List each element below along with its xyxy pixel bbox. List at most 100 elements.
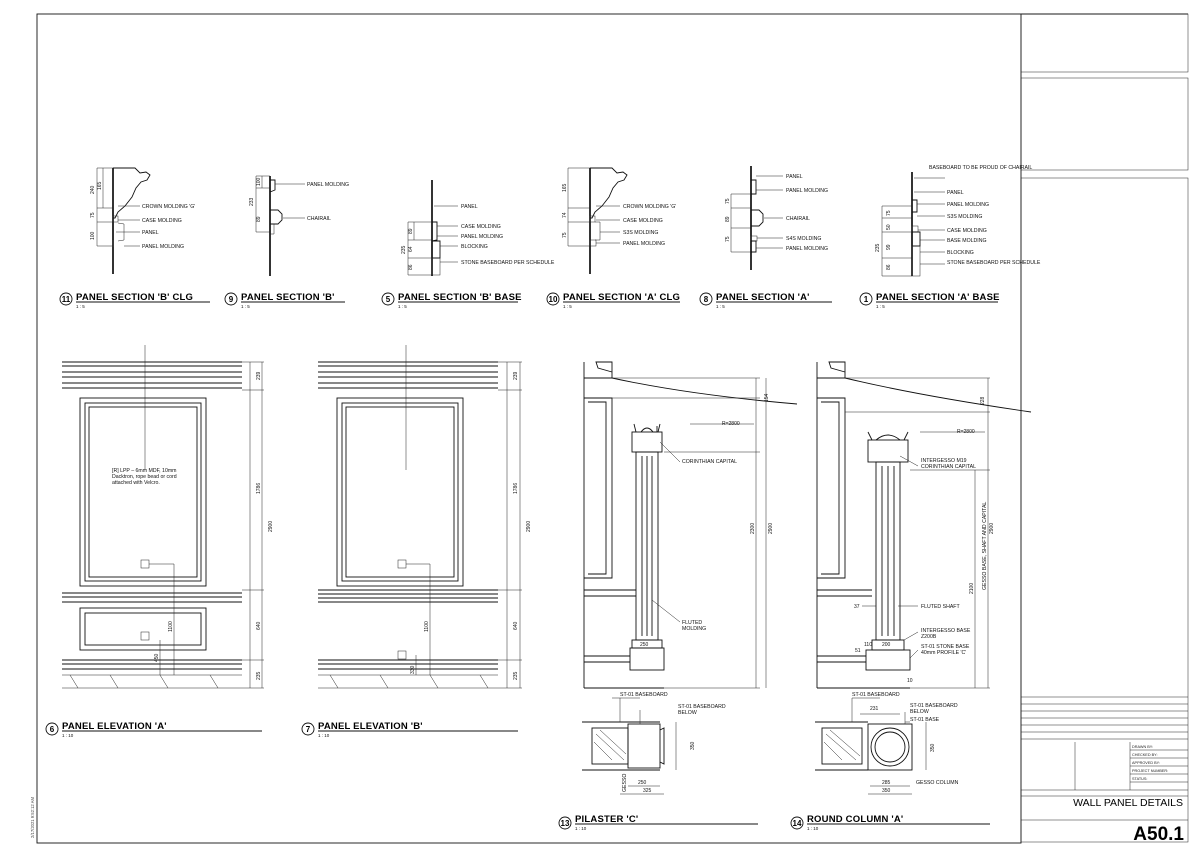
label-st01-baseboard: ST-01 BASEBOARD	[852, 692, 900, 698]
dim-75: 75	[886, 210, 892, 216]
dim-75: 75	[725, 236, 731, 242]
dim-2900: 2900	[526, 521, 532, 532]
dim-2900: 2900	[268, 521, 274, 532]
dim-110: 110	[864, 642, 872, 648]
dim-100: 100	[90, 231, 96, 240]
section-title: PANEL SECTION 'B'	[241, 292, 335, 303]
elevation-number: 7	[306, 725, 311, 734]
elevation-13-pilaster-c: 154 R=2800 2300 2900 250 CORINTHIAN CAPI…	[558, 361, 798, 831]
label-base-molding: BASE MOLDING	[947, 238, 987, 244]
label-crown-molding-g: CROWN MOLDING 'G'	[623, 204, 676, 210]
dim-1100: 1100	[424, 621, 430, 632]
dim-235: 235	[401, 245, 407, 254]
dim-radius: R=2800	[722, 421, 740, 427]
elevation-scale: 1 : 10	[318, 733, 330, 738]
dim-75: 75	[725, 198, 731, 204]
elevation-number: 13	[561, 819, 570, 828]
dim-86: 86	[886, 264, 892, 270]
label-baseboard-proud: BASEBOARD TO BE PROUD OF CHAIRAIL	[929, 165, 1032, 171]
tb-status: STATUS:	[1132, 777, 1147, 781]
label-fluted-shaft: FLUTED SHAFT	[921, 604, 960, 610]
dim-100: 100	[256, 177, 262, 186]
dim-239: 239	[513, 371, 519, 380]
dim-86: 86	[408, 264, 414, 270]
dim-99: 99	[886, 244, 892, 250]
label-chairail: CHAIRAIL	[786, 216, 810, 222]
dim-235: 235	[256, 671, 262, 680]
section-5-panel-section-b-base: 89 64 235 86 PANEL CASE MOLDING PANEL MO…	[381, 180, 555, 309]
sheet-number: A50.1	[1133, 824, 1184, 845]
section-number: 9	[229, 295, 234, 304]
dim-89: 89	[256, 216, 262, 222]
sheet-border	[36, 13, 1188, 844]
elevation-6-panel-elevation-a: [R] LPP – 6mm MDF, 10mm Dacktron, rope b…	[45, 345, 274, 738]
dim-228: 228	[980, 396, 986, 405]
dim-640: 640	[256, 621, 262, 630]
label-panel-molding: PANEL MOLDING	[623, 241, 665, 247]
elevation-title: PANEL ELEVATION 'B'	[318, 721, 423, 732]
label-panel: PANEL	[461, 204, 478, 210]
section-number: 11	[62, 295, 71, 304]
section-8-panel-section-a: 75 89 75 PANEL PANEL MOLDING CHAIRAIL S4…	[699, 166, 832, 309]
section-title: PANEL SECTION 'B' BASE	[398, 292, 522, 303]
label-crown-molding-g: CROWN MOLDING 'G'	[142, 204, 195, 210]
dim-89: 89	[725, 216, 731, 222]
dim-37: 37	[854, 604, 860, 610]
elevation-title: ROUND COLUMN 'A'	[807, 814, 903, 825]
dim-2100: 2100	[969, 583, 975, 594]
dim-640: 640	[513, 621, 519, 630]
label-panel-molding: PANEL MOLDING	[461, 234, 503, 240]
dim-1786: 1786	[513, 483, 519, 494]
label-blocking: BLOCKING	[947, 250, 974, 256]
label-gesso-column: GESSO COLUMN	[916, 780, 959, 786]
label-gesso: GESSO	[622, 774, 628, 792]
dim-radius: R=2800	[957, 429, 975, 435]
label-case-molding: CASE MOLDING	[142, 218, 182, 224]
label-stone-baseboard: STONE BASEBOARD PER SCHEDULE	[461, 260, 555, 266]
dim-325: 325	[643, 788, 652, 794]
dim-50: 50	[886, 224, 892, 230]
label-panel: PANEL	[947, 190, 964, 196]
elevation-title: PANEL ELEVATION 'A'	[62, 721, 167, 732]
section-scale: 1 : 5	[716, 304, 725, 309]
dim-250-plan: 250	[638, 780, 647, 786]
section-title: PANEL SECTION 'A'	[716, 292, 810, 303]
elevation-scale: 1 : 10	[575, 826, 587, 831]
section-number: 1	[864, 295, 869, 304]
section-11-panel-section-b-clg: 240 165 75 100 CROWN MOLDING 'G' CASE MO…	[59, 167, 210, 309]
note-lpp-line: [R] LPP – 6mm MDF, 10mm Dacktron, rope b…	[112, 468, 178, 486]
section-1-panel-section-a-base: 75 50 235 99 86 BASEBOARD TO BE PROUD OF…	[859, 165, 1041, 309]
label-s3s-molding: S3S MOLDING	[623, 230, 658, 236]
label-panel-molding: PANEL MOLDING	[947, 202, 989, 208]
dim-350: 350	[690, 741, 696, 750]
label-panel: PANEL	[786, 174, 803, 180]
dim-1786: 1786	[256, 483, 262, 494]
elevation-scale: 1 : 10	[807, 826, 819, 831]
label-panel-molding: PANEL MOLDING	[786, 188, 828, 194]
section-title: PANEL SECTION 'B' CLG	[76, 292, 193, 303]
dim-350-plan: 350	[882, 788, 891, 794]
dim-75: 75	[90, 212, 96, 218]
print-stamp: 2/17/2021 9:52:12 AM	[30, 797, 35, 838]
dim-51: 51	[855, 648, 861, 654]
section-scale: 1 : 5	[241, 304, 250, 309]
tb-checked-by: CHECKED BY:	[1132, 753, 1158, 757]
dim-231: 231	[870, 706, 879, 712]
section-scale: 1 : 5	[76, 304, 85, 309]
tb-approved-by: APPROVED BY:	[1132, 761, 1160, 765]
dim-250: 250	[640, 642, 649, 648]
dim-285: 285	[882, 780, 891, 786]
label-st01-base: ST-01 BASE	[910, 717, 940, 723]
elevation-number: 6	[50, 725, 55, 734]
section-scale: 1 : 5	[876, 304, 885, 309]
dim-240: 240	[90, 185, 96, 194]
dim-350: 350	[930, 743, 936, 752]
label-stone-baseboard: STONE BASEBOARD PER SCHEDULE	[947, 260, 1041, 266]
dim-154: 154	[764, 393, 770, 402]
